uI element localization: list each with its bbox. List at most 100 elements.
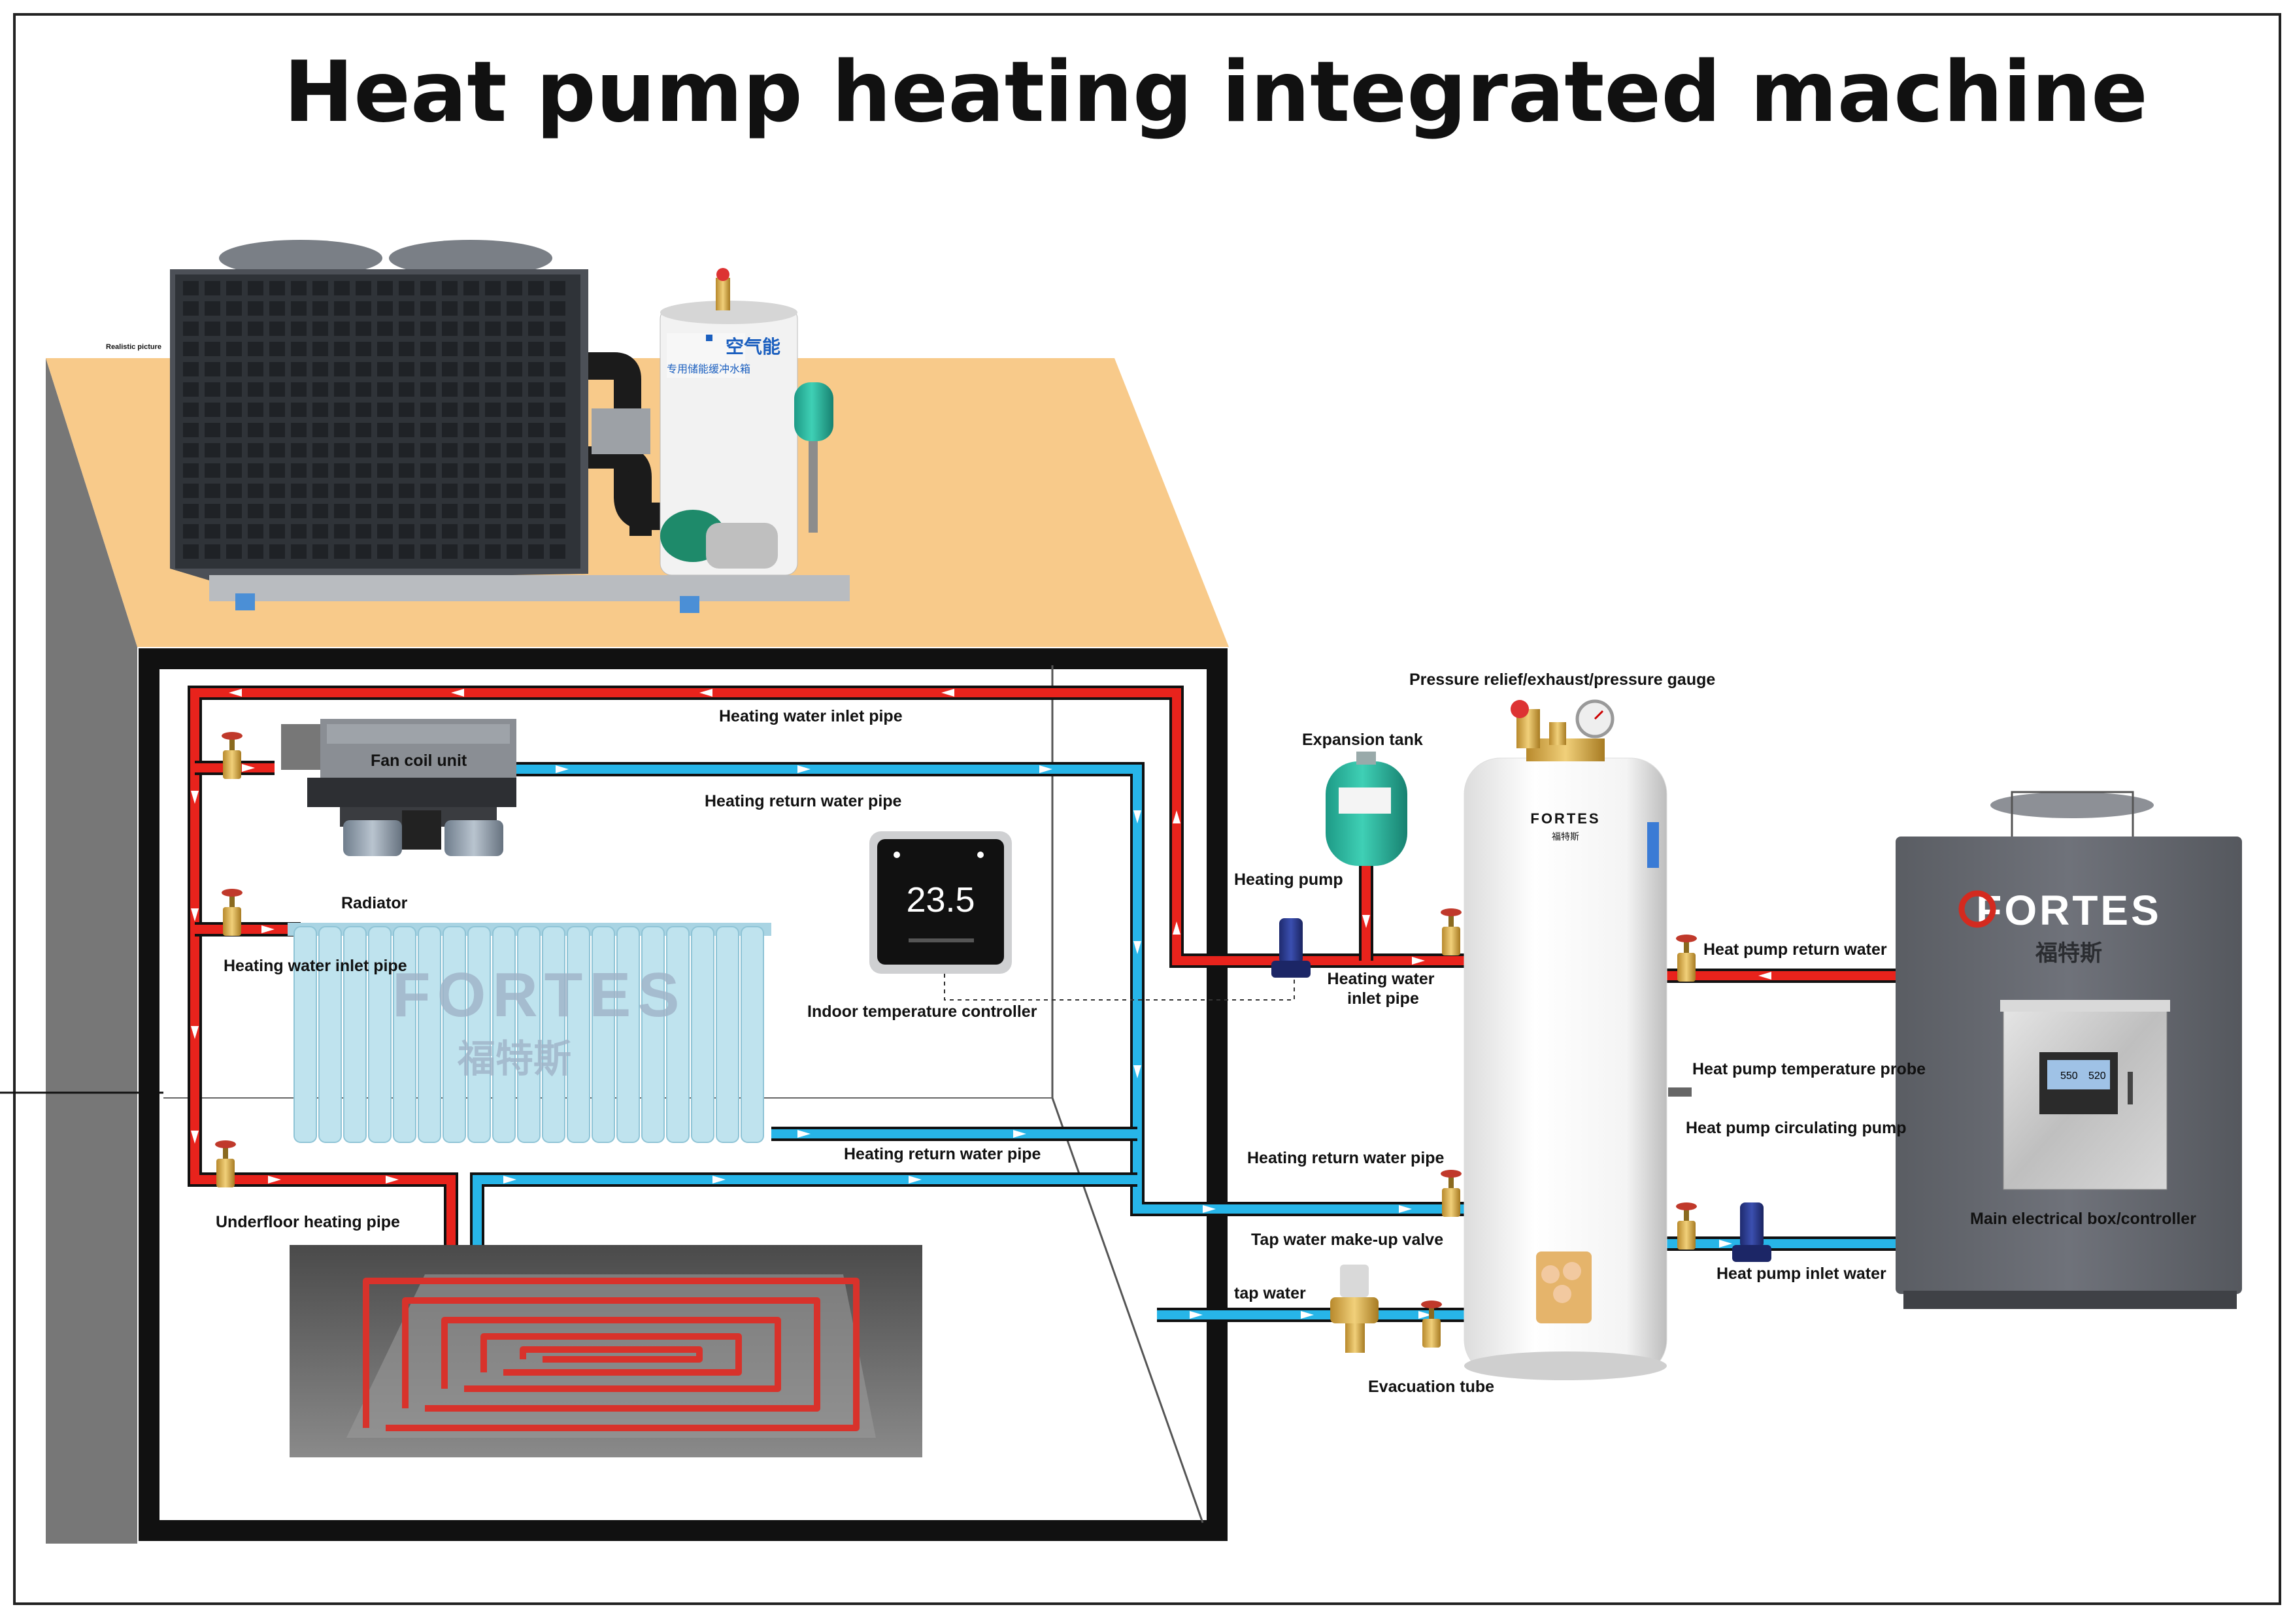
grille-cell xyxy=(485,382,501,397)
grille-cell xyxy=(183,504,199,518)
label-heat-pump-temperature-probe: Heat pump temperature probe xyxy=(1692,1060,1926,1078)
grille-cell xyxy=(528,484,544,498)
grille-cell xyxy=(312,524,328,539)
grille-cell xyxy=(269,484,285,498)
grille-cell xyxy=(334,403,350,417)
arrow-icon xyxy=(1719,1240,1732,1248)
arrow-icon xyxy=(1399,1205,1412,1213)
grille-cell xyxy=(507,403,522,417)
grille-cell xyxy=(550,403,565,417)
arrow-icon xyxy=(242,764,255,772)
grille-cell xyxy=(356,281,371,295)
grille-cell xyxy=(205,423,220,437)
tank-chinese-label: 空气能 xyxy=(726,336,780,357)
label-evacuation-tube: Evacuation tube xyxy=(1368,1378,1494,1396)
grille-cell xyxy=(442,443,458,457)
label-heating-return-right: Heating return water pipe xyxy=(1247,1149,1445,1167)
fittings xyxy=(215,732,1771,1353)
grille-cell xyxy=(226,443,242,457)
grille-cell xyxy=(226,403,242,417)
grille-cell xyxy=(205,403,220,417)
grille-cell xyxy=(377,544,393,559)
grille-cell xyxy=(248,484,263,498)
grille-cell xyxy=(377,281,393,295)
arrow-icon xyxy=(1301,1311,1314,1319)
grille-cell xyxy=(463,382,479,397)
radiator-fin xyxy=(517,926,541,1143)
grille-cell xyxy=(442,423,458,437)
arrow-icon xyxy=(712,1176,726,1184)
valve-icon xyxy=(1441,1170,1462,1217)
grille-cell xyxy=(420,281,436,295)
grille-cell xyxy=(528,322,544,336)
grille-cell xyxy=(291,362,307,376)
grille-cell xyxy=(269,524,285,539)
label-heating-pump: Heating pump xyxy=(1234,870,1343,889)
arrow-icon xyxy=(386,1176,399,1184)
grille-cell xyxy=(442,322,458,336)
arrow-icon xyxy=(261,925,275,933)
grille-cell xyxy=(463,524,479,539)
arrow-icon xyxy=(1412,957,1425,965)
controller-display-left: 550 xyxy=(2060,1070,2078,1082)
grille-cell xyxy=(463,322,479,336)
label-underfloor-heating: Underfloor heating pipe xyxy=(216,1213,400,1231)
grille-cell xyxy=(399,322,414,336)
radiator-fin xyxy=(393,926,416,1143)
grille-cell xyxy=(334,342,350,356)
grille-cell xyxy=(377,342,393,356)
tank-brand-label: FORTES xyxy=(1530,810,1600,827)
grille-cell xyxy=(312,544,328,559)
arrow-icon xyxy=(451,689,464,697)
arrow-icon xyxy=(191,791,199,804)
arrow-icon xyxy=(797,1130,811,1138)
grille-cell xyxy=(183,301,199,316)
radiator-fin xyxy=(318,926,342,1143)
grille-cell xyxy=(507,342,522,356)
grille-cell xyxy=(528,443,544,457)
grille-cell xyxy=(485,544,501,559)
radiator-fin xyxy=(443,926,466,1143)
grille-cell xyxy=(312,463,328,478)
grille-cell xyxy=(183,362,199,376)
grille-cell xyxy=(463,342,479,356)
grille-cell xyxy=(507,484,522,498)
grille-cell xyxy=(550,544,565,559)
grille-cell xyxy=(442,362,458,376)
grille-cell xyxy=(463,423,479,437)
grille-cell xyxy=(334,362,350,376)
arrow-icon xyxy=(229,689,242,697)
pump-icon xyxy=(1732,1202,1771,1262)
grille-cell xyxy=(399,524,414,539)
label-heating-inlet-short: Heating water inlet pipe xyxy=(1328,970,1439,1008)
grille-cell xyxy=(291,544,307,559)
underfloor-coil-pipe xyxy=(363,1278,860,1431)
grille-cell xyxy=(356,463,371,478)
grille-cell xyxy=(291,403,307,417)
fan-coil-unit xyxy=(281,719,516,856)
grille-cell xyxy=(377,504,393,518)
grille-cell xyxy=(550,484,565,498)
grille-cell xyxy=(205,342,220,356)
grille-cell xyxy=(291,504,307,518)
arrow-icon xyxy=(699,689,712,697)
grille-cell xyxy=(183,443,199,457)
grille-cell xyxy=(334,301,350,316)
grille-cell xyxy=(356,342,371,356)
grille-cell xyxy=(463,301,479,316)
grille-cell xyxy=(205,301,220,316)
grille-cell xyxy=(312,322,328,336)
grille-cell xyxy=(399,403,414,417)
grille-cell xyxy=(420,443,436,457)
cold-pipe xyxy=(516,765,1464,1214)
arrow-icon xyxy=(1173,810,1180,823)
grille-cell xyxy=(507,423,522,437)
grille-cell xyxy=(528,382,544,397)
grille-cell xyxy=(183,484,199,498)
grille-cell xyxy=(377,362,393,376)
grille-cell xyxy=(485,322,501,336)
grille-cell xyxy=(550,443,565,457)
valve-icon xyxy=(222,732,243,779)
grille-cell xyxy=(485,504,501,518)
